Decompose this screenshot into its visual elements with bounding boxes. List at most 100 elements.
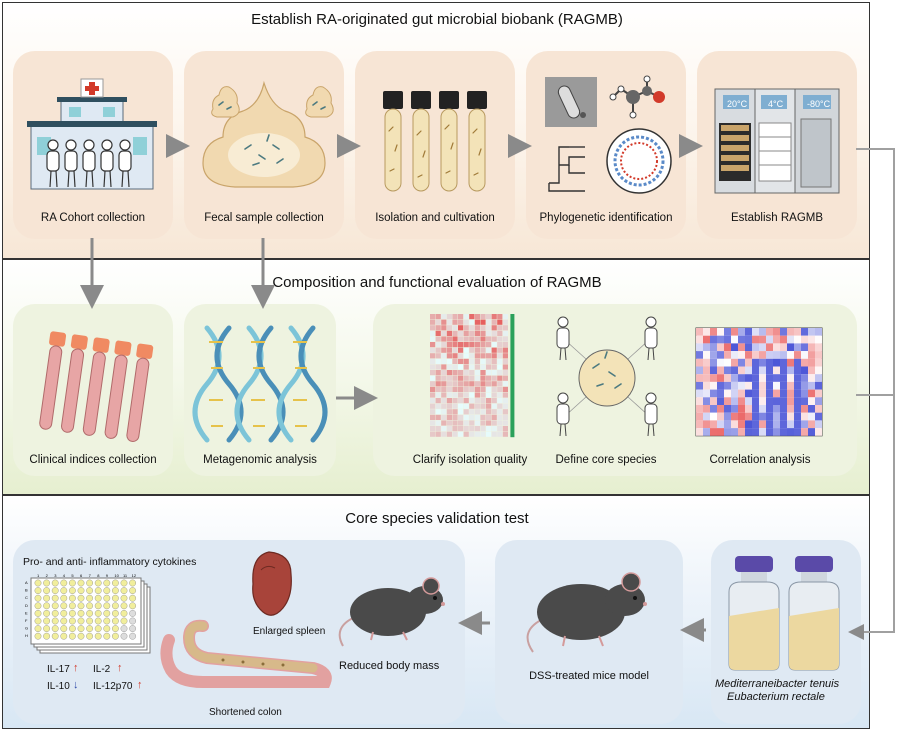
heatmap-cell	[458, 347, 464, 353]
heatmap-cell	[430, 353, 436, 359]
correlation-cell	[780, 328, 787, 336]
heatmap-cell	[430, 342, 436, 348]
correlation-cell	[745, 381, 752, 390]
heatmap-cell	[452, 347, 458, 353]
heatmap-cell	[463, 409, 469, 415]
correlation-cell	[801, 389, 808, 398]
heatmap-cell	[497, 381, 503, 387]
plate-well	[77, 632, 85, 640]
heatmap-cell	[452, 375, 458, 381]
heatmap-cell	[480, 364, 486, 370]
heatmap-cell	[452, 414, 458, 420]
heatmap-cell	[480, 330, 486, 336]
heatmap-cell	[430, 336, 436, 342]
heatmap-cell	[491, 336, 497, 342]
correlation-cell	[738, 366, 745, 375]
heatmap-cell	[469, 370, 475, 376]
arrow-down-icon: ↓	[73, 679, 79, 691]
heatmap-cell	[480, 392, 486, 398]
plate-well	[94, 610, 102, 617]
correlation-cell	[752, 428, 759, 436]
heatmap-cell	[441, 381, 447, 387]
correlation-cell	[787, 351, 794, 359]
correlation-cell	[787, 389, 794, 398]
heatmap-cell	[469, 347, 475, 353]
heatmap-cell	[474, 398, 480, 404]
heatmap-cell	[452, 431, 458, 437]
heatmap-cell	[474, 431, 480, 437]
heatmap-cell	[441, 330, 447, 336]
correlation-cell	[808, 389, 815, 398]
heatmap-cell	[469, 386, 475, 392]
heatmap-cell	[474, 364, 480, 370]
correlation-cell	[794, 412, 801, 421]
plate-well	[86, 602, 93, 610]
heatmap-cell	[469, 336, 475, 342]
plate-column-label: 10	[114, 573, 119, 578]
heatmap-cell	[491, 330, 497, 336]
correlation-cell	[724, 351, 731, 359]
correlation-cell	[738, 397, 745, 405]
heatmap-cell	[486, 409, 492, 415]
correlation-cell	[710, 328, 717, 336]
plate-well	[112, 602, 119, 610]
heatmap-cell	[441, 370, 447, 376]
plate-well	[77, 625, 85, 632]
correlation-cell	[787, 335, 794, 344]
blood-tubes-icon	[39, 331, 154, 442]
correlation-cell	[815, 328, 822, 336]
plate-well	[103, 632, 111, 640]
correlation-cell	[773, 335, 780, 344]
correlation-cell	[773, 358, 780, 367]
correlation-cell	[731, 389, 738, 398]
heatmap-cell	[502, 386, 508, 392]
heatmap-cell	[452, 358, 458, 364]
heatmap-cell	[497, 386, 503, 392]
correlation-cell	[724, 428, 731, 436]
heatmap-cell	[435, 431, 441, 437]
heatmap-cell	[480, 347, 486, 353]
correlation-cell	[766, 397, 773, 405]
correlation-cell	[766, 412, 773, 421]
correlation-cell	[717, 428, 724, 436]
correlation-cell	[759, 389, 766, 398]
heatmap-cell	[430, 375, 436, 381]
plate-well	[103, 594, 111, 602]
correlation-cell	[710, 389, 717, 398]
heatmap-cell	[446, 403, 452, 409]
heatmap-cell	[469, 403, 475, 409]
heatmap-cell	[474, 386, 480, 392]
heatmap-cell	[446, 375, 452, 381]
heatmap-cell	[430, 314, 436, 320]
heatmap-cell	[458, 375, 464, 381]
heatmap-cell	[435, 342, 441, 348]
panel-1-title: Establish RA-originated gut microbial bi…	[251, 11, 623, 28]
heatmap-cell	[458, 370, 464, 376]
correlation-cell	[703, 328, 710, 336]
correlation-cell	[731, 381, 738, 390]
heatmap-cell	[497, 364, 503, 370]
correlation-cell	[808, 366, 815, 375]
correlation-cell	[724, 343, 731, 352]
correlation-cell	[759, 366, 766, 375]
correlation-cell	[801, 351, 808, 359]
correlation-cell	[759, 412, 766, 421]
plate-well	[94, 625, 102, 632]
heatmap-cell	[491, 414, 497, 420]
correlation-cell	[773, 420, 780, 429]
heatmap-cell	[497, 426, 503, 432]
heatmap-cell	[497, 375, 503, 381]
correlation-cell	[696, 412, 703, 421]
heatmap-cell	[452, 392, 458, 398]
heatmap-cell	[474, 420, 480, 426]
heatmap-cell	[446, 426, 452, 432]
plate-well	[94, 587, 102, 595]
heatmap-cell	[502, 342, 508, 348]
plate-well	[94, 617, 102, 625]
correlation-cell	[794, 381, 801, 390]
heatmap-cell	[480, 431, 486, 437]
heatmap-cell	[441, 353, 447, 359]
plate-well	[69, 587, 76, 595]
heatmap-cell	[497, 325, 503, 331]
correlation-cell	[738, 358, 745, 367]
